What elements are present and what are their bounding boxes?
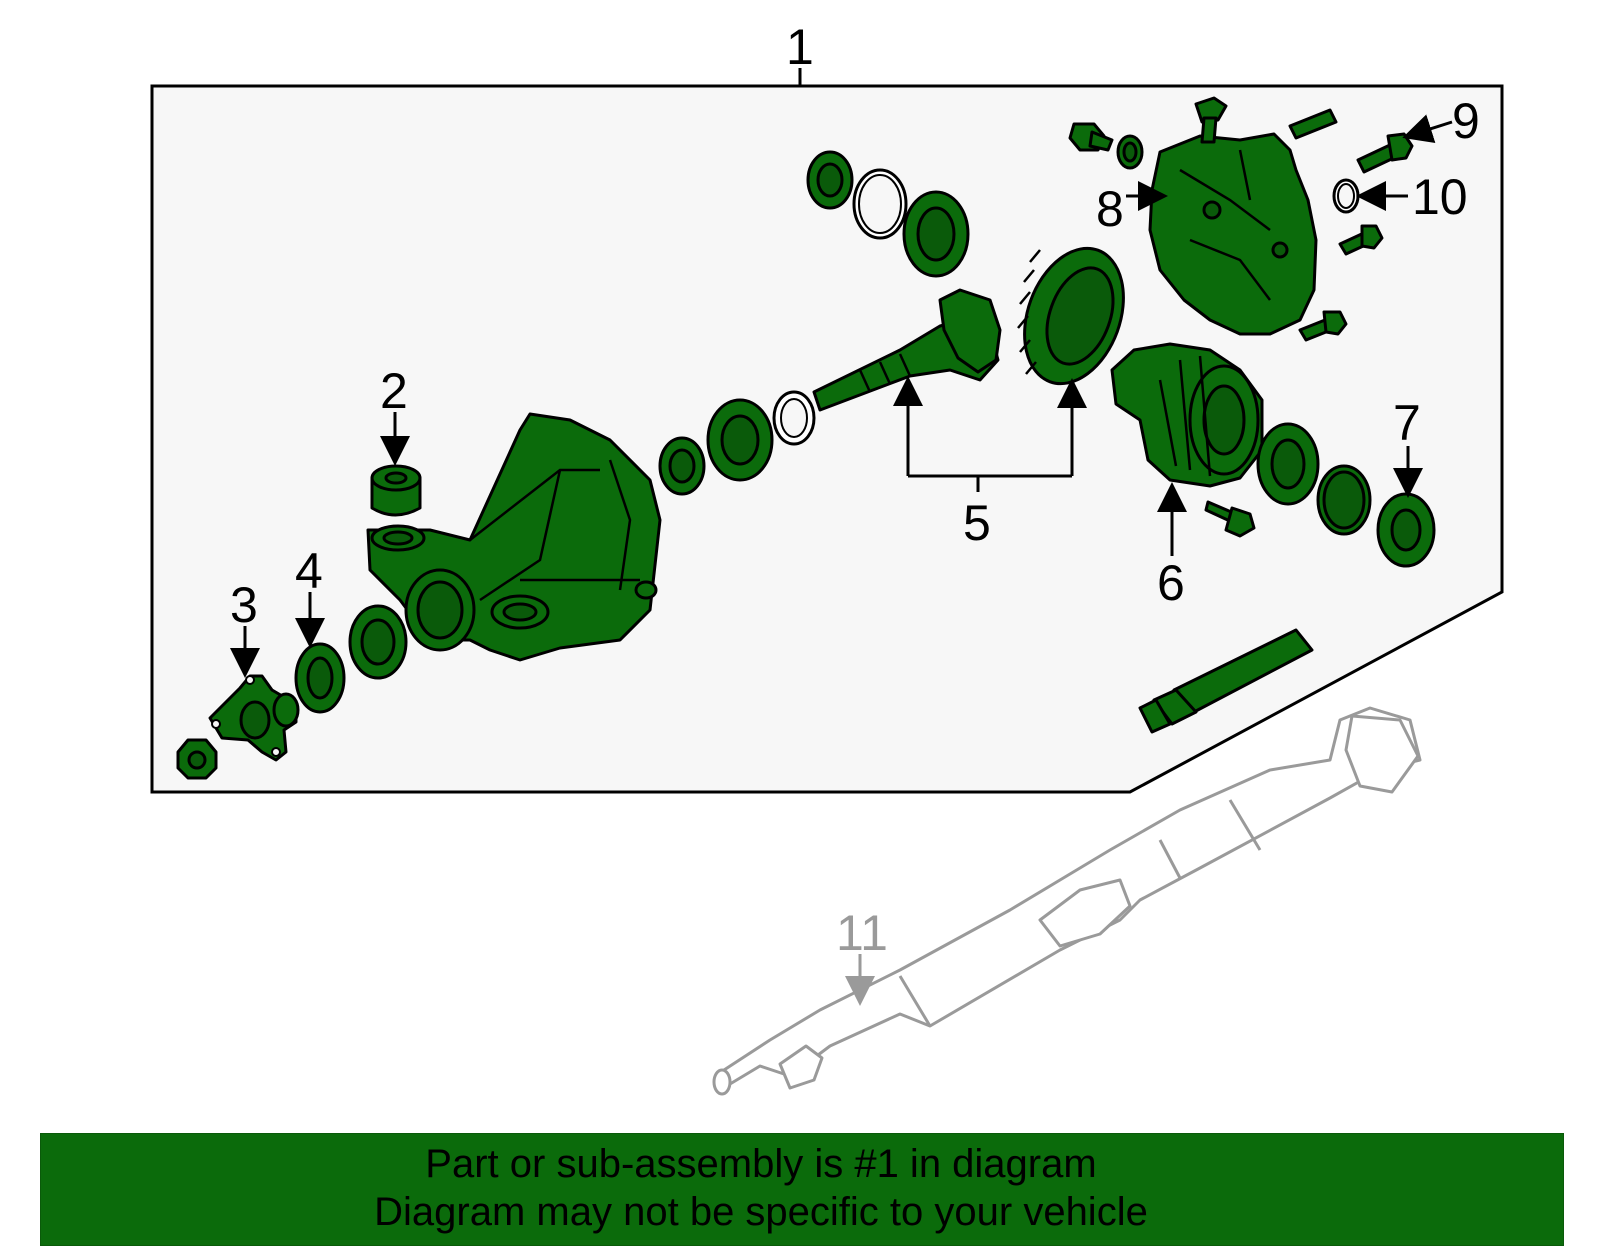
part-fill-plug[interactable] <box>1068 122 1114 152</box>
part-cover-bolt-top[interactable] <box>1194 96 1228 144</box>
callout-9-leader <box>1402 114 1453 144</box>
part-o-ring-top[interactable] <box>852 168 908 240</box>
part-5-drive-pinion[interactable] <box>812 288 1002 412</box>
callout-1: 1 <box>786 19 814 75</box>
callout-6: 6 <box>1157 555 1185 611</box>
callout-10: 10 <box>1412 169 1468 225</box>
part-7-side-seal[interactable] <box>1376 492 1436 568</box>
part-oil-seal-top[interactable] <box>806 150 854 210</box>
part-2-bushing[interactable] <box>370 464 422 517</box>
part-cover-bolt-mid[interactable] <box>1338 224 1384 256</box>
callout-8: 8 <box>1096 181 1124 237</box>
callout-3: 3 <box>230 577 258 633</box>
part-sealant-tube[interactable] <box>1138 628 1314 734</box>
callout-11: 11 <box>836 905 888 961</box>
part-plug-gasket[interactable] <box>1116 134 1144 170</box>
part-cover-stud[interactable] <box>1288 108 1338 140</box>
part-side-bearing-right[interactable] <box>1256 422 1320 506</box>
part-cover-bolt-low[interactable] <box>1298 310 1348 342</box>
part-5-ring-gear[interactable] <box>1007 234 1141 397</box>
part-10-o-ring[interactable] <box>1332 178 1360 214</box>
callout-9: 9 <box>1452 93 1480 149</box>
callout-2: 2 <box>380 363 408 419</box>
notice-line-1: Part or sub-assembly is #1 in diagram <box>425 1142 1097 1186</box>
part-bearing-top[interactable] <box>902 190 970 278</box>
notice-line-2: Diagram may not be specific to your vehi… <box>374 1190 1148 1234</box>
part-8-rear-cover[interactable] <box>1148 132 1318 336</box>
part-3-flange-nut[interactable] <box>176 738 218 780</box>
part-case-bolt[interactable] <box>1204 500 1256 538</box>
callout-7: 7 <box>1393 395 1421 451</box>
part-side-race-right[interactable] <box>1316 464 1372 536</box>
part-differential-housing[interactable] <box>366 412 662 662</box>
part-11-propeller-shaft[interactable] <box>712 706 1422 1096</box>
part-shim-ring[interactable] <box>772 390 816 446</box>
part-6-differential-case[interactable] <box>1110 342 1264 488</box>
notice-banner: Part or sub-assembly is #1 in diagram Di… <box>40 1133 1564 1246</box>
callout-5-bracket <box>908 474 1072 492</box>
part-pinion-bearing-rear[interactable] <box>706 398 774 482</box>
callout-5: 5 <box>963 495 991 551</box>
part-pinion-bearing-front[interactable] <box>348 604 408 680</box>
callout-4: 4 <box>295 543 323 599</box>
part-4-pinion-seal[interactable] <box>294 642 346 714</box>
part-pinion-bearing-race[interactable] <box>658 436 706 496</box>
